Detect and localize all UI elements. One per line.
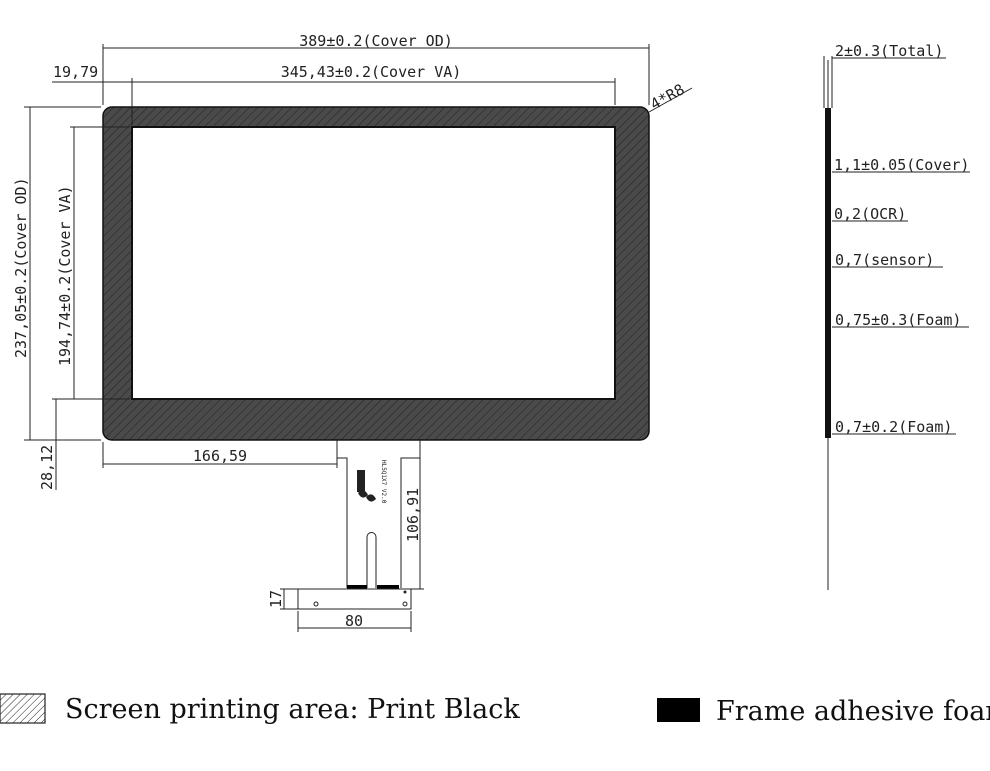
connector-pad-left <box>347 585 367 589</box>
connector-stiffener <box>297 588 412 610</box>
fpc-part-label: HL5Q1X7 V2.0 <box>380 460 387 504</box>
dim-cover-od-width: 389±0.2(Cover OD) <box>102 32 650 105</box>
side-ocr-label: 0,2(OCR) <box>834 205 906 223</box>
side-total-label: 2±0.3(Total) <box>835 42 943 60</box>
dim-fpc-length: 106,91 <box>404 440 424 590</box>
side-stack-body <box>825 108 831 438</box>
side-sensor-label: 0,7(sensor) <box>835 251 934 269</box>
dim-cover-va-height: 194,74±0.2(Cover VA) <box>52 126 130 400</box>
dim-cover-od-height: 237,05±0.2(Cover OD) <box>12 106 101 441</box>
cover-va-height-label: 194,74±0.2(Cover VA) <box>56 185 74 366</box>
legend: Screen printing area: Print Black Frame … <box>0 693 990 727</box>
legend-frame-adhesive-label: Frame adhesive foam <box>716 696 990 727</box>
connector-width-label: 80 <box>345 612 363 630</box>
fpc-tail: HL5Q1X7 V2.0 <box>297 440 421 610</box>
dim-fpc-offset: 166,59 <box>102 442 338 468</box>
connector-pad-right <box>377 585 399 589</box>
dim-cover-va-width: 345,43±0.2(Cover VA) <box>131 63 616 125</box>
cover-od-height-label: 237,05±0.2(Cover OD) <box>12 177 30 358</box>
legend-hatch-swatch <box>0 693 46 724</box>
panel-front-view <box>102 106 650 441</box>
dim-corner-radius: 4*R8 <box>647 80 693 113</box>
legend-black-swatch <box>657 698 700 722</box>
cover-od-width-label: 389±0.2(Cover OD) <box>299 32 453 50</box>
fpc-offset-label: 166,59 <box>193 447 247 465</box>
side-foam-bottom-label: 0,7±0.2(Foam) <box>835 418 952 436</box>
left-margin-label: 19,79 <box>53 63 98 81</box>
side-foam-top-label: 0,75±0.3(Foam) <box>835 311 961 329</box>
corner-radius-label: 4*R8 <box>647 80 687 113</box>
cover-va-width-label: 345,43±0.2(Cover VA) <box>281 63 462 81</box>
active-view-area <box>131 126 616 400</box>
dim-connector-width: 80 <box>297 611 412 632</box>
side-cover-label: 1,1±0.05(Cover) <box>834 156 969 174</box>
connector-height-label: 17 <box>267 590 285 608</box>
side-view: 2±0.3(Total) 1,1±0.05(Cover) 0,2(OCR) 0,… <box>823 42 970 590</box>
dim-bottom-margin: 28,12 <box>38 399 57 490</box>
dim-connector-height: 17 <box>267 588 298 610</box>
legend-screen-printing-label: Screen printing area: Print Black <box>65 694 520 725</box>
bottom-margin-label: 28,12 <box>38 445 56 490</box>
dim-left-margin: 19,79 <box>52 63 132 83</box>
fpc-logo <box>358 490 376 502</box>
fpc-length-label: 106,91 <box>404 488 422 542</box>
